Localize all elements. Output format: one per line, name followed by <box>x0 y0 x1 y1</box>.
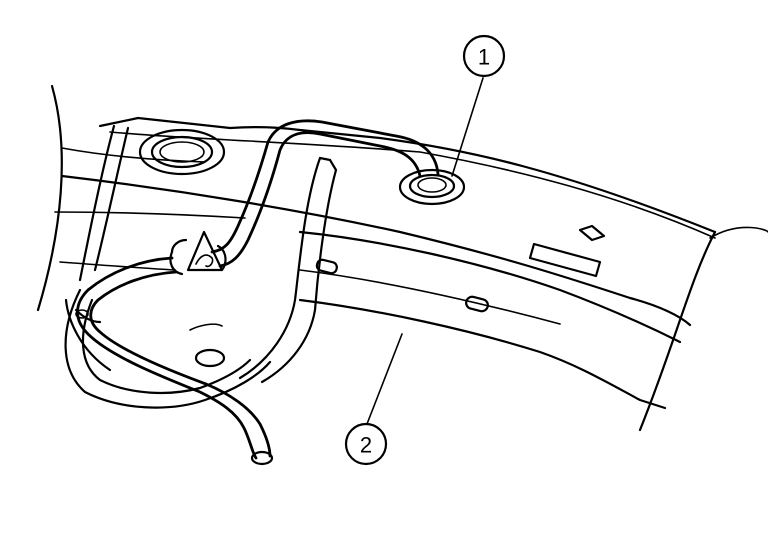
lower-bracket <box>64 288 272 409</box>
grommet-left <box>138 128 226 176</box>
vent-hose <box>210 119 440 268</box>
hose-fitting-grommet <box>398 168 466 206</box>
callout-2-label: 2 <box>360 433 372 458</box>
bracket-strap <box>78 124 338 384</box>
drain-hose <box>64 256 274 466</box>
warning-triangle-icon <box>186 230 224 272</box>
callout-1: 1 <box>462 34 506 78</box>
hose-connector <box>169 238 227 276</box>
callout-2: 2 <box>344 422 388 466</box>
leader-lines <box>366 77 484 425</box>
frame-slot-holes <box>315 224 606 313</box>
callout-1-label: 1 <box>478 45 490 70</box>
